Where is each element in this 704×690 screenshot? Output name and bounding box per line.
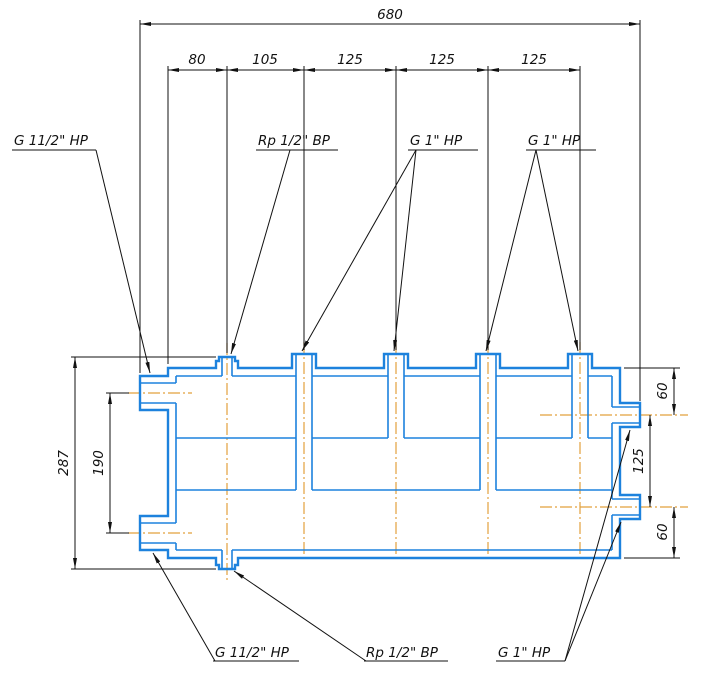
dim-text-125-b: 125 bbox=[429, 52, 455, 68]
leader-top-outlet-1 bbox=[301, 149, 417, 352]
label-bottom-drain-port: Rp 1/2" ВР bbox=[366, 645, 439, 661]
label-top-vent-port: Rp 1/2" ВР bbox=[258, 133, 331, 149]
dimensions: 680 80 105 125 125 125 287 190 60 125 60 bbox=[56, 7, 680, 570]
leader-top-outlet-2 bbox=[393, 149, 417, 352]
dim-text-287: 287 bbox=[56, 450, 72, 476]
part-inner-wall bbox=[175, 375, 613, 551]
dim-text-60-bottom: 60 bbox=[655, 523, 671, 540]
leader-right-outlet-lower bbox=[564, 521, 622, 662]
dim-text-80: 80 bbox=[188, 52, 205, 68]
dim-text-680: 680 bbox=[377, 7, 403, 23]
dim-text-60-top: 60 bbox=[655, 382, 671, 399]
leader-top-outlet-3 bbox=[485, 149, 537, 352]
label-bottom-left-port: G 11/2" НР bbox=[215, 645, 290, 661]
leader-labels: G 11/2" НР Rp 1/2" ВР G 1" НР G 1" НР G … bbox=[12, 133, 631, 662]
label-shelves bbox=[12, 149, 596, 662]
dim-text-125-c: 125 bbox=[521, 52, 547, 68]
leader-bottom-drain-port bbox=[233, 570, 367, 662]
part-geometry bbox=[138, 352, 642, 571]
label-top-outlets-1: G 1" НР bbox=[410, 133, 463, 149]
leader-top-left-port bbox=[95, 149, 151, 374]
leader-right-outlet-upper bbox=[564, 429, 631, 662]
centerline-horizontal-axes bbox=[128, 392, 688, 534]
label-top-outlets-2: G 1" НР bbox=[528, 133, 581, 149]
dim-text-125-a: 125 bbox=[337, 52, 363, 68]
leader-top-vent-port bbox=[230, 149, 291, 355]
centerline-vertical-axes bbox=[226, 342, 581, 582]
dim-text-105: 105 bbox=[252, 52, 278, 68]
label-top-left-port: G 11/2" НР bbox=[14, 133, 89, 149]
dim-text-190: 190 bbox=[91, 450, 107, 476]
extension-lines bbox=[71, 20, 680, 570]
dim-text-125-right: 125 bbox=[631, 448, 647, 474]
label-right-outlets: G 1" НР bbox=[498, 645, 551, 661]
leader-bottom-left-port bbox=[152, 552, 216, 662]
leader-top-outlet-4 bbox=[535, 149, 579, 352]
internal-channel bbox=[176, 437, 612, 491]
centerlines bbox=[128, 342, 688, 582]
part-outline bbox=[138, 352, 642, 571]
port-bores bbox=[140, 354, 640, 569]
